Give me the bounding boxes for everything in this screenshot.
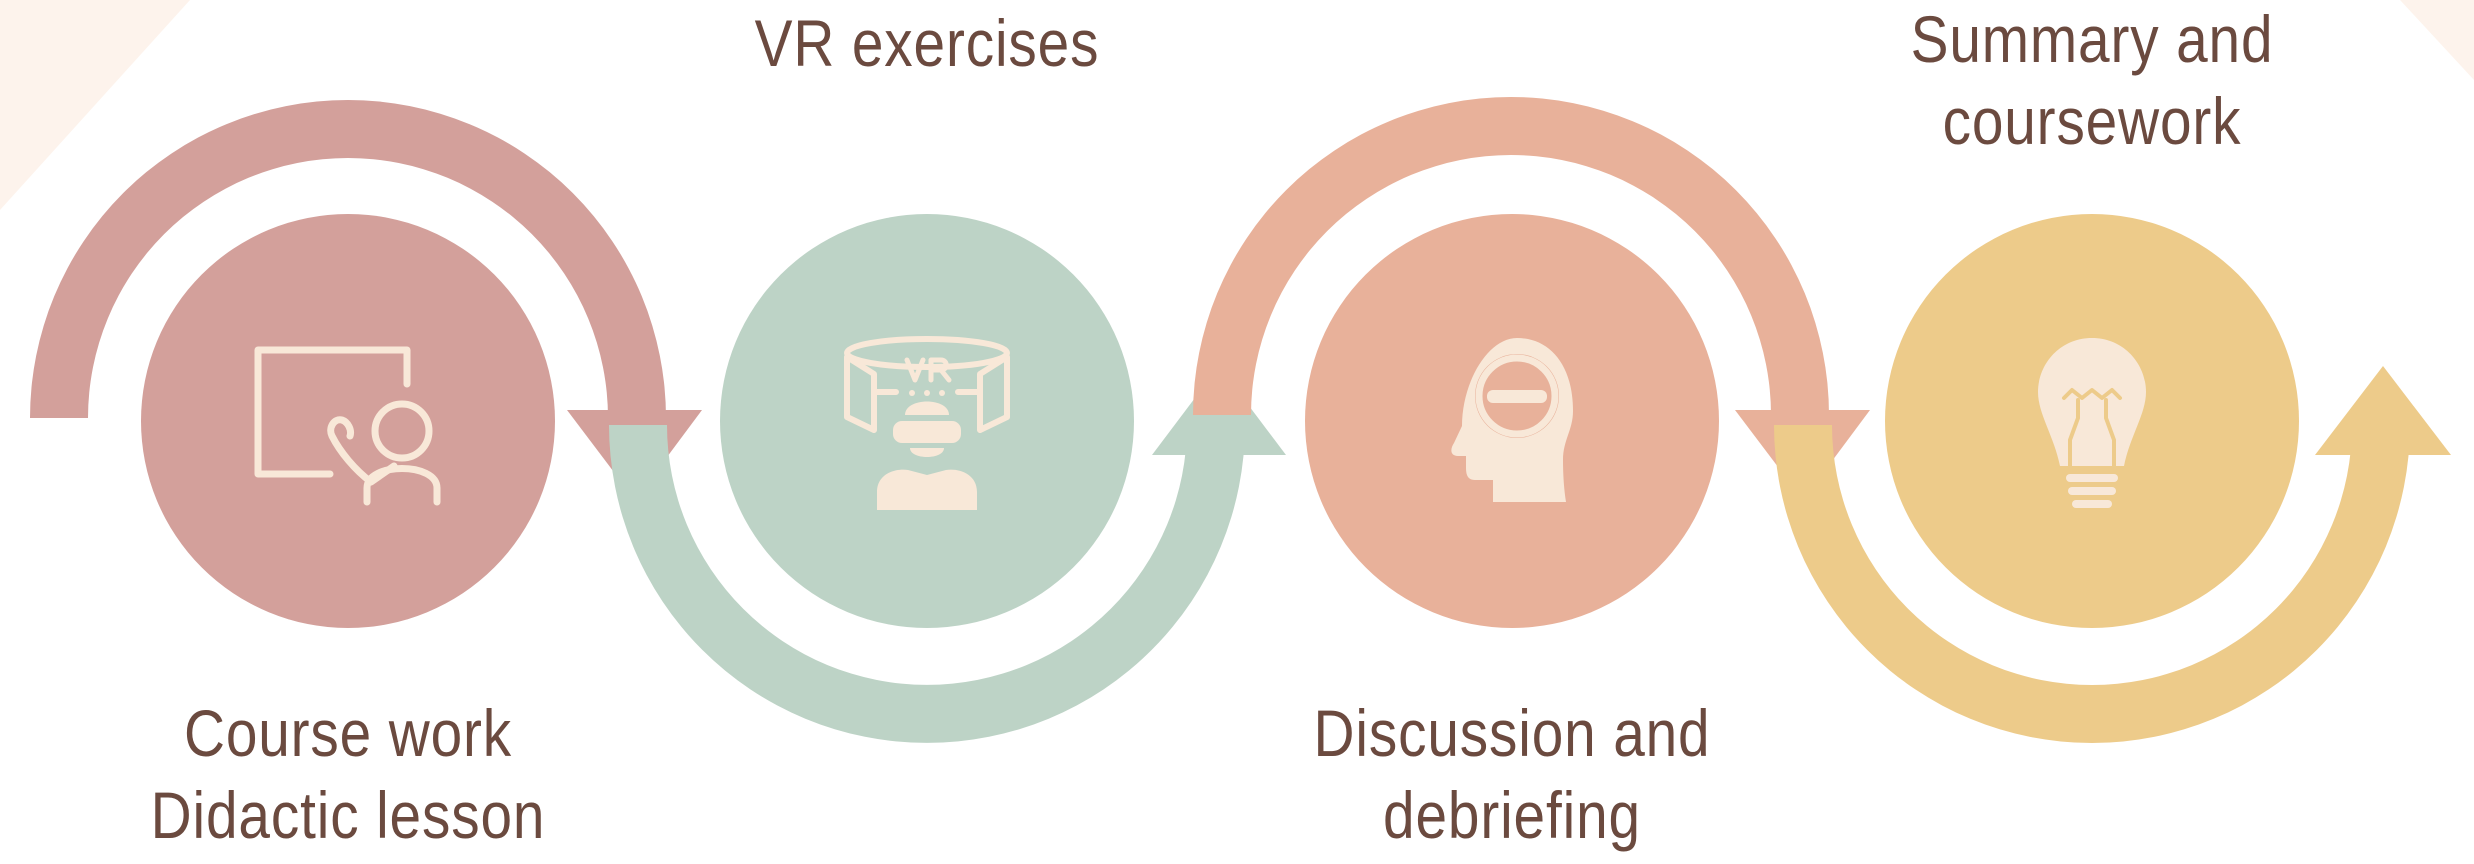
- step-3-label: Discussion and debriefing: [1254, 692, 1770, 856]
- vr-user-figure: [877, 390, 977, 510]
- step-4-label: Summary and coursework: [1834, 0, 2350, 162]
- step-2-label: VR exercises: [669, 2, 1185, 84]
- step-3-label-line-1: Discussion and: [1313, 696, 1711, 770]
- corner-decoration-left: [0, 0, 190, 210]
- step-1-label-line-1: Course work: [183, 696, 513, 770]
- step-1-label: Course work Didactic lesson: [90, 692, 606, 856]
- vr-headset-icon: [844, 336, 1010, 433]
- step-1-label-line-2: Didactic lesson: [150, 778, 546, 852]
- head-mind-icon: [1451, 338, 1573, 502]
- corner-decoration-right: [2400, 0, 2474, 80]
- step-3-label-line-2: debriefing: [1383, 778, 1641, 852]
- lightbulb-icon: [2038, 338, 2146, 508]
- step-4-label-line-1: Summary and: [1910, 2, 2274, 76]
- arrow-arc-4: [1774, 366, 2451, 743]
- step-4-label-line-2: coursework: [1942, 84, 2242, 158]
- teacher-whiteboard-icon: [254, 346, 441, 506]
- step-2-label-line-1: VR exercises: [754, 6, 1100, 80]
